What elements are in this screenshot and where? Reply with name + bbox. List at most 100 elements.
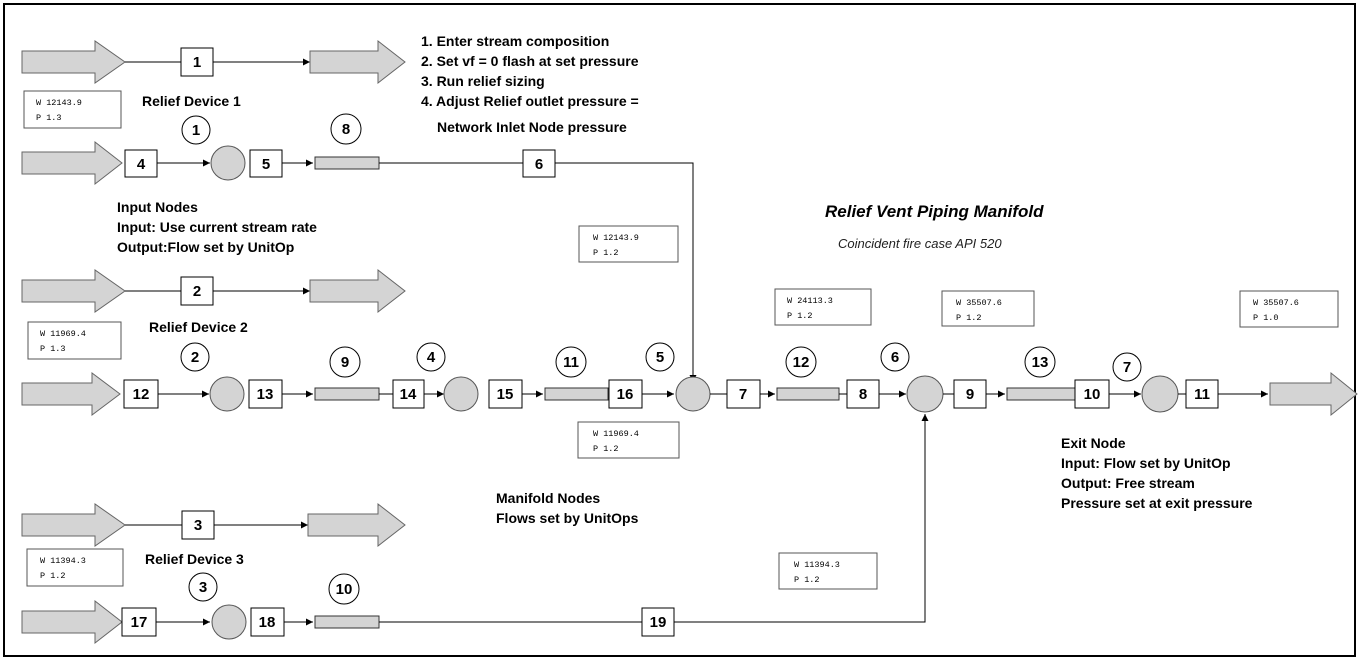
- relief-device-3-node: [211, 604, 247, 640]
- feed-arrow-row5: [21, 503, 126, 547]
- svg-text:4. Adjust Relief outlet pressu: 4. Adjust Relief outlet pressure =: [421, 93, 639, 109]
- svg-text:12: 12: [133, 386, 150, 403]
- svg-text:15: 15: [497, 386, 514, 403]
- wp-data-box: W 12143.9P 1.2: [578, 225, 679, 263]
- stream-box: 14: [392, 379, 425, 409]
- svg-text:Flows set by UnitOps: Flows set by UnitOps: [496, 510, 639, 526]
- feed-arrow-device2: [21, 372, 121, 416]
- diagram-title: Relief Vent Piping Manifold: [825, 202, 1044, 221]
- stream-box: 10: [1074, 379, 1110, 409]
- stream-box: 2: [180, 276, 214, 306]
- svg-text:P 1.2: P 1.2: [593, 444, 619, 454]
- node-label: 3: [188, 572, 218, 602]
- svg-text:18: 18: [259, 614, 276, 631]
- feed-arrow-row3: [21, 269, 126, 313]
- manifold-node-6: [906, 375, 944, 413]
- wp-data-box: W 35507.6P 1.2: [941, 290, 1035, 327]
- relief-device-2-label: Relief Device 2: [149, 319, 248, 335]
- svg-text:Output: Free stream: Output: Free stream: [1061, 475, 1195, 491]
- stream-box: 12: [123, 379, 159, 409]
- pipe-10: [314, 615, 380, 629]
- product-arrow-row5: [307, 502, 406, 548]
- stream-box: 13: [248, 379, 283, 409]
- svg-text:8: 8: [342, 121, 350, 138]
- svg-text:19: 19: [650, 614, 667, 631]
- svg-text:P 1.2: P 1.2: [794, 575, 820, 585]
- svg-text:W 11394.3: W 11394.3: [794, 560, 840, 570]
- svg-text:Input Nodes: Input Nodes: [117, 199, 198, 215]
- svg-text:11: 11: [1194, 386, 1210, 403]
- svg-text:7: 7: [739, 386, 747, 403]
- exit-node-7: [1141, 375, 1179, 413]
- diagram-frame: [3, 3, 1356, 657]
- relief-device-1-label: Relief Device 1: [142, 93, 241, 109]
- svg-text:W 11969.4: W 11969.4: [40, 329, 86, 339]
- pipe-8: [314, 156, 380, 170]
- pipe-13: [1006, 387, 1076, 401]
- feed-arrow-device3: [21, 599, 123, 645]
- product-arrow-row3: [309, 268, 406, 314]
- svg-text:7: 7: [1123, 359, 1131, 376]
- svg-text:13: 13: [1032, 354, 1049, 371]
- node-label: 4: [416, 342, 446, 372]
- node-label: 1: [181, 115, 211, 145]
- svg-text:Input: Use current stream rate: Input: Use current stream rate: [117, 219, 317, 235]
- node-label: 5: [645, 342, 675, 372]
- stream-box: 16: [608, 379, 643, 409]
- svg-text:W 12143.9: W 12143.9: [593, 233, 639, 243]
- svg-text:W 24113.3: W 24113.3: [787, 296, 833, 306]
- svg-text:2. Set vf = 0 flash at set pre: 2. Set vf = 0 flash at set pressure: [421, 53, 639, 69]
- stream-box: 11: [1185, 379, 1219, 409]
- stream-box: 6: [522, 149, 556, 178]
- svg-text:5: 5: [656, 349, 664, 366]
- wp-data-box: W 11394.3 P 1.2: [778, 552, 878, 590]
- relief-device-1-node: [210, 145, 246, 181]
- svg-text:14: 14: [400, 386, 417, 403]
- stream-box: 3: [181, 510, 215, 540]
- svg-text:Output:Flow set by UnitOp: Output:Flow set by UnitOp: [117, 239, 294, 255]
- svg-text:P 1.3: P 1.3: [40, 344, 66, 354]
- svg-text:Pressure set at exit pressure: Pressure set at exit pressure: [1061, 495, 1253, 511]
- pipe-label: 13: [1024, 346, 1056, 378]
- relief-device-3-label: Relief Device 3: [145, 551, 244, 567]
- stream-box: 5: [249, 149, 283, 178]
- stream-box: 9: [953, 379, 987, 409]
- relief-device-2-node: [209, 376, 245, 412]
- svg-text:3: 3: [194, 517, 202, 534]
- stream-box: 1: [180, 47, 214, 77]
- svg-text:13: 13: [257, 386, 274, 403]
- wp-data-box: W 11969.4 P 1.3: [27, 321, 122, 360]
- stream-19-line: [674, 414, 929, 623]
- svg-text:6: 6: [535, 156, 543, 173]
- svg-text:1: 1: [192, 122, 200, 139]
- pipe-label: 11: [555, 346, 587, 378]
- svg-text:12: 12: [793, 354, 810, 371]
- pipe-label: 10: [328, 573, 360, 605]
- exit-node-note: Exit Node Input: Flow set by UnitOp Outp…: [1061, 435, 1253, 511]
- wp-data-box: W 35507.6P 1.0: [1239, 290, 1339, 328]
- wp-data-box: W 11969.4 P 1.2: [577, 421, 680, 459]
- svg-text:W 11394.3: W 11394.3: [40, 556, 86, 566]
- stream-box: 4: [124, 149, 158, 178]
- node-label: 2: [180, 342, 210, 372]
- stream-box: 17: [121, 607, 157, 637]
- wp-data-box: W 12143.9P 1.3: [23, 90, 122, 129]
- svg-text:W 12143.9: W 12143.9: [36, 98, 82, 108]
- svg-text:2: 2: [193, 283, 201, 300]
- diagram-subtitle: Coincident fire case API 520: [838, 236, 1002, 251]
- svg-text:11: 11: [563, 354, 579, 371]
- wp-data-box: W 11394.3P 1.2: [26, 548, 124, 587]
- pipe-label: 8: [330, 113, 362, 145]
- input-nodes-note: Input Nodes Input: Use current stream ra…: [117, 199, 317, 255]
- svg-text:W 11969.4: W 11969.4: [593, 429, 639, 439]
- stream-box: 7: [726, 379, 761, 409]
- svg-text:Manifold Nodes: Manifold Nodes: [496, 490, 600, 506]
- pipe-9: [314, 387, 380, 401]
- stream-box: 8: [846, 379, 880, 409]
- pipe-12: [776, 387, 840, 401]
- svg-text:Network Inlet Node pressure: Network Inlet Node pressure: [437, 119, 627, 135]
- product-arrow-row1: [309, 39, 406, 85]
- svg-text:4: 4: [137, 156, 146, 173]
- svg-text:P 1.2: P 1.2: [787, 311, 813, 321]
